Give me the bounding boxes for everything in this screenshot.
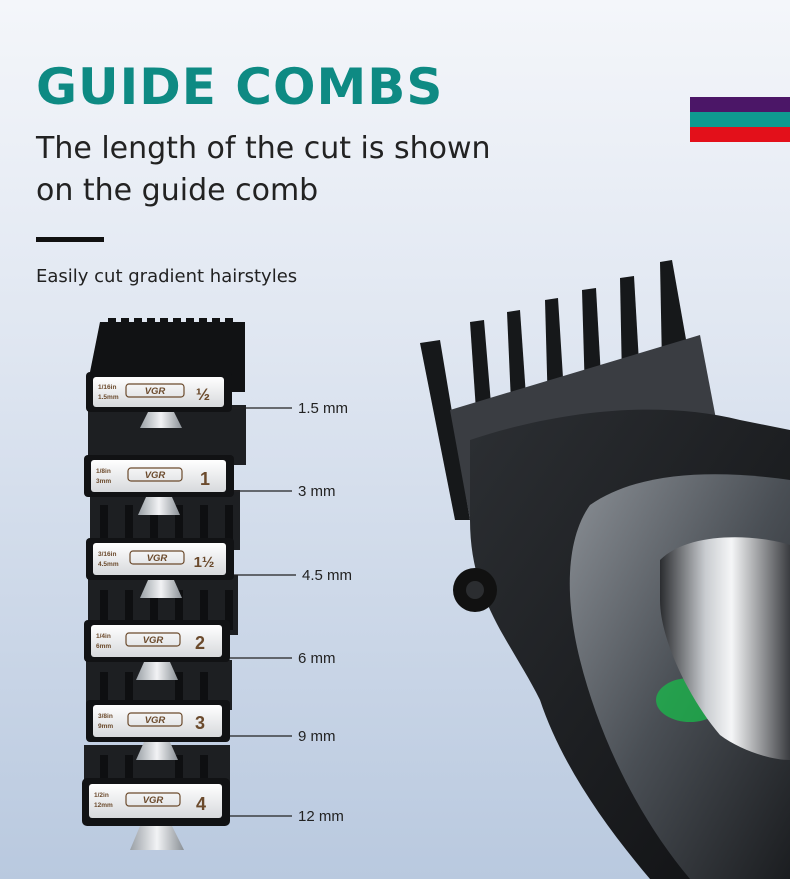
comb-number: 1½ <box>194 554 215 571</box>
comb-brand-logo: VGR <box>145 715 166 726</box>
comb-label-plate <box>89 784 222 818</box>
comb-inch: 1/2in <box>94 792 109 799</box>
tagline: Easily cut gradient hairstyles <box>36 266 298 287</box>
page-subtitle: The length of the cut is shown on the gu… <box>36 131 491 208</box>
comb-label-plate <box>91 460 226 492</box>
flag-stripes <box>690 97 790 142</box>
comb-number: ½ <box>196 385 210 404</box>
flag-stripe-red <box>690 127 790 142</box>
comb-mm-small: 9mm <box>98 723 113 730</box>
comb-brand-logo: VGR <box>143 635 164 646</box>
length-label-3: 4.5 mm <box>302 567 352 584</box>
comb-label-plate <box>91 625 222 657</box>
comb-mm-small: 6mm <box>96 643 111 650</box>
comb-number: 4 <box>196 794 206 814</box>
clipper-knob-center <box>466 581 484 599</box>
comb-number: 2 <box>195 633 205 653</box>
comb-brand-logo: VGR <box>147 553 168 564</box>
clipper-image <box>420 260 790 879</box>
comb-inch: 1/16in <box>98 384 116 391</box>
comb-mm-small: 4.5mm <box>98 561 119 568</box>
comb-1: 1/16in 1.5mm VGR ½ <box>86 372 232 428</box>
guide-combs-stack: 1/16in 1.5mm VGR ½ 1/8in 3mm VGR 1 3/16i… <box>82 318 246 850</box>
comb-clip <box>136 662 178 680</box>
comb-brand-logo: VGR <box>145 470 166 481</box>
comb-mm-small: 3mm <box>96 478 111 485</box>
flag-stripe-purple <box>690 97 790 112</box>
comb-inch: 1/8in <box>96 468 111 475</box>
length-label-5: 9 mm <box>298 728 336 745</box>
flag-stripe-teal <box>690 112 790 127</box>
comb-inch: 3/16in <box>98 551 116 558</box>
comb-label-plate <box>93 377 224 407</box>
comb-3: 3/16in 4.5mm VGR 1½ <box>86 538 234 598</box>
comb-number: 1 <box>200 469 210 489</box>
comb-label-plate <box>93 705 222 737</box>
page-title: GUIDE COMBS <box>36 58 444 116</box>
comb-brand-logo: VGR <box>145 386 166 397</box>
comb-brand-logo: VGR <box>143 795 164 806</box>
comb-clip <box>136 742 178 760</box>
comb-number: 3 <box>195 713 205 733</box>
comb-2: 1/8in 3mm VGR 1 <box>84 455 234 515</box>
comb-clip <box>140 580 182 598</box>
length-callouts <box>230 407 296 817</box>
comb-clip <box>130 826 184 850</box>
comb-mm-small: 1.5mm <box>98 394 119 401</box>
clipper-logo-window <box>660 537 790 760</box>
comb-5: 3/8in 9mm VGR 3 <box>86 700 230 760</box>
length-label-1: 1.5 mm <box>298 400 348 417</box>
comb-inch: 3/8in <box>98 713 113 720</box>
comb-4: 1/4in 6mm VGR 2 <box>84 620 230 680</box>
divider <box>36 237 104 242</box>
length-label-6: 12 mm <box>298 808 344 825</box>
comb-label-plate <box>93 543 226 575</box>
comb-clip <box>138 497 180 515</box>
length-label-4: 6 mm <box>298 650 336 667</box>
length-label-2: 3 mm <box>298 483 336 500</box>
comb-mm-small: 12mm <box>94 802 113 809</box>
comb-6: 1/2in 12mm VGR 4 <box>82 778 230 850</box>
comb-inch: 1/4in <box>96 633 111 640</box>
comb-clip <box>140 412 182 428</box>
